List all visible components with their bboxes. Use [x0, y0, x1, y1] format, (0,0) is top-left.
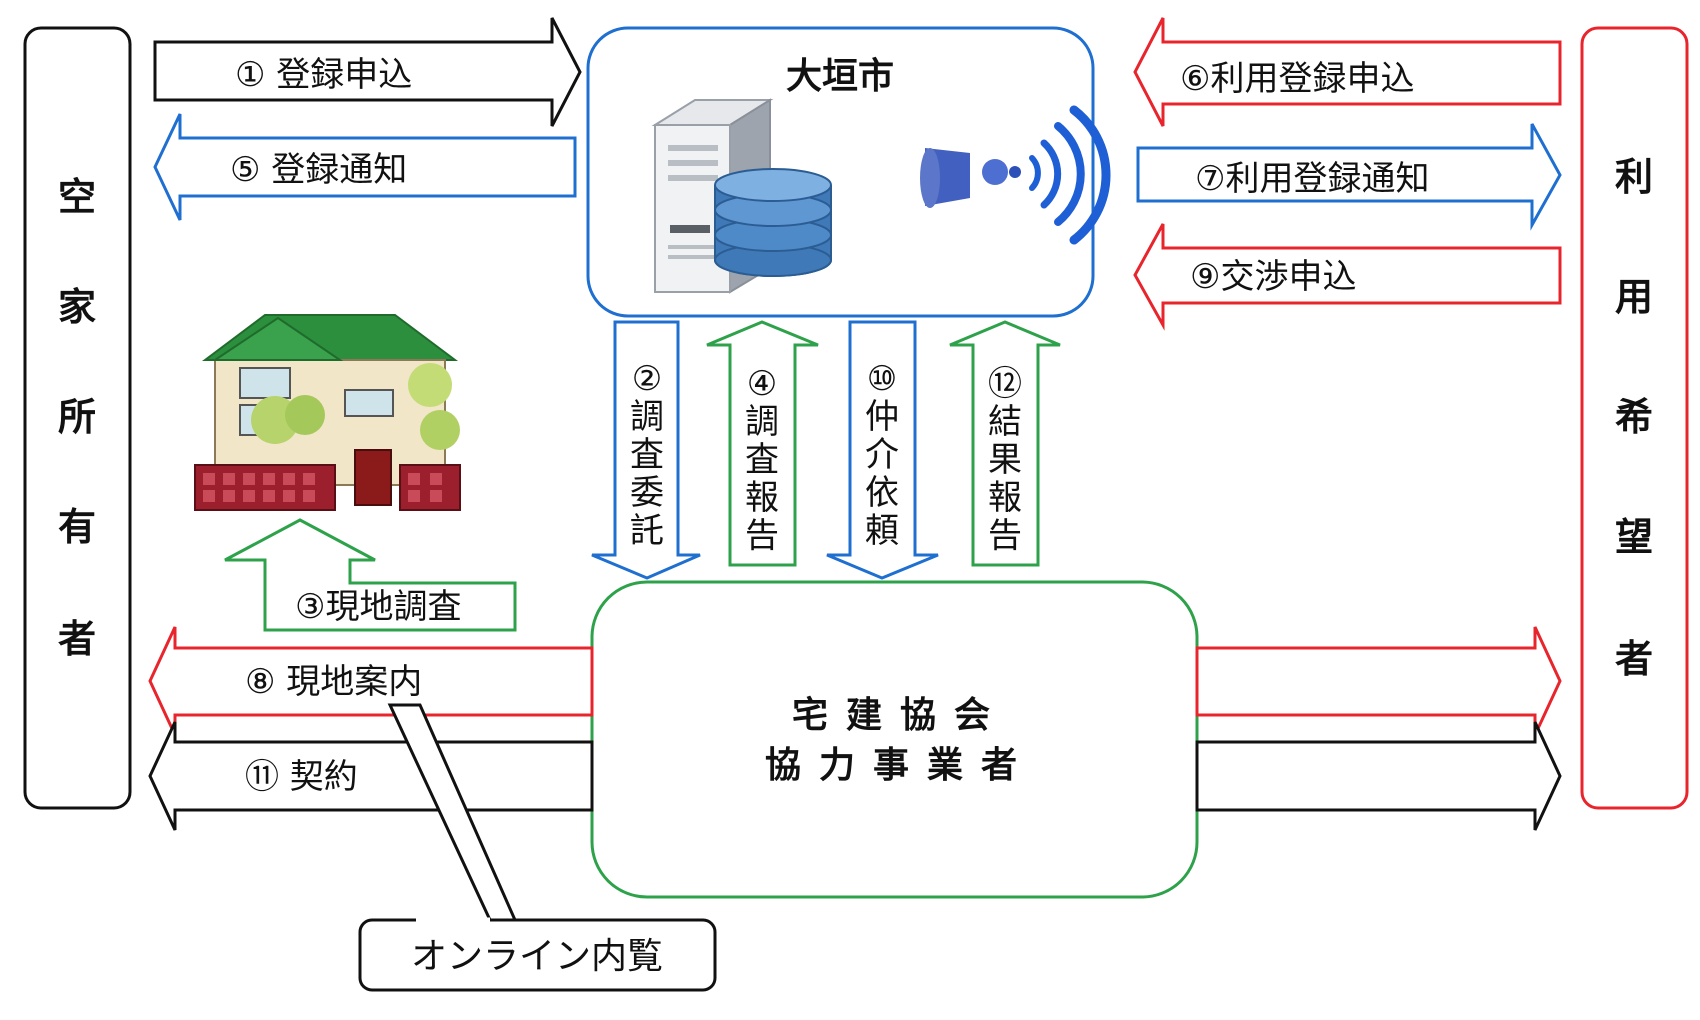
- label-step10-5: 頼: [865, 511, 899, 551]
- arrow-step6: ⑥利用登録申込: [1133, 17, 1562, 127]
- label-step12-1: ⑫: [988, 364, 1022, 404]
- label-step10-4: 依: [865, 473, 899, 513]
- owner-char-2: 家: [58, 285, 96, 329]
- house-icon: [194, 314, 461, 511]
- label-step11: ⑪ 契約: [245, 757, 358, 797]
- label-step10-3: 介: [865, 435, 899, 475]
- label-step4-3: 査: [745, 440, 779, 480]
- user-char-1: 利: [1615, 155, 1653, 199]
- label-step4-4: 報: [745, 478, 779, 518]
- arrow-step9: ⑨交渉申込: [1133, 223, 1562, 331]
- label-step3: ③現地調査: [295, 587, 461, 627]
- user-char-4: 望: [1615, 515, 1653, 559]
- owner-char-1: 空: [58, 175, 96, 219]
- user-char-3: 希: [1615, 395, 1653, 439]
- arrow-step12: ⑫ 結 果 報 告: [949, 320, 1061, 567]
- label-step8: ⑧ 現地案内: [245, 662, 422, 702]
- webcam-icon: [920, 148, 1021, 208]
- label-step2-1: ②: [632, 359, 662, 399]
- label-step7: ⑦利用登録通知: [1195, 159, 1429, 199]
- label-step10-1: ⑩: [867, 359, 897, 399]
- city-title: 大垣市: [786, 56, 894, 97]
- arrow-step10: ⑩ 仲 介 依 頼: [826, 320, 939, 580]
- label-step12-5: 告: [988, 516, 1022, 556]
- label-step2-3: 査: [630, 435, 664, 475]
- arrow-step8: ⑧ 現地案内: [148, 626, 1562, 736]
- arrow-step7: ⑦利用登録通知: [1136, 123, 1562, 231]
- owner-box: 空 家 所 有 者: [23, 26, 132, 810]
- arrow-step1: ① 登録申込: [153, 17, 582, 127]
- association-line1: 宅建協会: [792, 694, 1008, 736]
- association-line2: 協力事業者: [765, 745, 1035, 786]
- label-step4-2: 調: [745, 402, 779, 442]
- online-viewing-callout: オンライン内覧: [358, 703, 717, 992]
- wireless-signal-icon: [1029, 105, 1111, 245]
- label-step1: ① 登録申込: [235, 55, 412, 95]
- owner-char-5: 者: [58, 617, 96, 661]
- callout-text: オンライン内覧: [411, 936, 663, 977]
- database-icon: [714, 168, 832, 277]
- label-step4-1: ④: [747, 364, 777, 404]
- label-step9: ⑨交渉申込: [1190, 257, 1356, 297]
- arrow-step2: ② 調 査 委 託: [591, 320, 701, 580]
- arrow-step11: ⑪ 契約: [148, 721, 1562, 831]
- label-step2-2: 調: [630, 397, 664, 437]
- label-step10-2: 仲: [865, 397, 899, 437]
- association-box: 宅建協会 協力事業者: [590, 580, 1199, 899]
- label-step6: ⑥利用登録申込: [1180, 59, 1414, 99]
- arrow-step3: ③現地調査: [224, 518, 517, 632]
- label-step4-5: 告: [745, 516, 779, 556]
- label-step12-3: 果: [988, 440, 1022, 480]
- owner-char-3: 所: [58, 395, 96, 439]
- user-char-5: 者: [1615, 637, 1653, 681]
- owner-char-4: 有: [58, 505, 96, 549]
- label-step2-5: 託: [630, 511, 664, 551]
- city-box: 大垣市: [586, 26, 1111, 318]
- arrow-step4: ④ 調 査 報 告: [706, 320, 819, 567]
- label-step5: ⑤ 登録通知: [230, 150, 407, 190]
- arrow-step5: ⑤ 登録通知: [153, 113, 577, 221]
- label-step2-4: 委: [630, 473, 664, 513]
- label-step12-4: 報: [988, 478, 1022, 518]
- user-box: 利 用 希 望 者: [1580, 26, 1689, 810]
- label-step12-2: 結: [988, 402, 1022, 442]
- user-char-2: 用: [1615, 275, 1653, 319]
